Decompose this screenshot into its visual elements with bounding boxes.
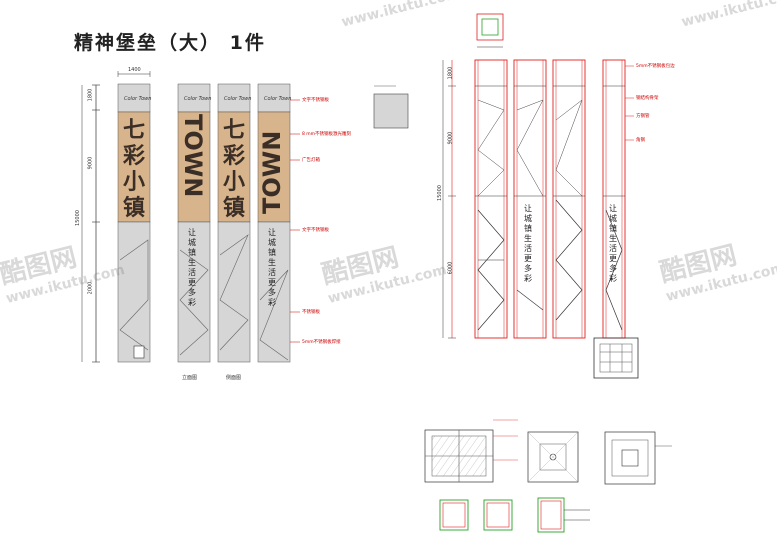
material-swatch — [373, 85, 409, 129]
pillar-2-lettering: TOWN — [179, 114, 207, 198]
detail-section-3 — [537, 497, 590, 533]
front-callout-5: 不锈钢板 — [302, 310, 320, 315]
pillar-3: Color Town — [217, 83, 251, 363]
svg-text:Color Town: Color Town — [184, 96, 211, 102]
front-callout-2: 8 mm不锈钢板激光雕刻 — [302, 132, 352, 137]
structure-pillar-3 — [552, 59, 586, 339]
structure-callout-2: 钢结构骨架 — [636, 96, 659, 101]
width-dimension — [117, 71, 151, 77]
detail-section-2 — [483, 499, 513, 531]
pillar-4: Color Town — [257, 83, 291, 363]
structure-dimension-line — [442, 60, 456, 339]
front-dimension-line — [81, 84, 100, 363]
svg-text:Color Town: Color Town — [224, 96, 251, 102]
structure-callout-3: 方钢管 — [636, 114, 650, 119]
structure-pillar-4 — [602, 59, 626, 339]
front-callout-3: 广告灯箱 — [302, 158, 320, 163]
svg-text:Color Town: Color Town — [124, 96, 151, 102]
pillar-1-lettering: 七彩小镇 — [122, 118, 145, 221]
structure-dim-4: 6000 — [447, 261, 454, 275]
front-dim-1: 1800 — [87, 88, 94, 102]
structure-dim-3: 15000 — [436, 185, 443, 201]
pillar-3-lettering: 七彩小镇 — [222, 118, 245, 221]
structure-callout-4: 角钢 — [636, 138, 645, 143]
pillar-4-lettering: TOWN — [258, 130, 286, 214]
pillar-2: Color Town — [177, 83, 211, 363]
structure-callout-1: 5mm不锈钢板包边 — [636, 64, 675, 69]
section-label-2: 侧面图 — [226, 375, 242, 381]
detail-plan-1 — [424, 419, 518, 483]
front-callout-4: 文字不锈钢板 — [302, 228, 329, 233]
structure-top-detail — [476, 13, 504, 48]
section-label-1: 立面图 — [182, 375, 198, 381]
detail-plan-2 — [527, 431, 579, 483]
svg-text:Color Town: Color Town — [264, 96, 291, 102]
front-dim-total: 15000 — [74, 210, 81, 226]
front-dim-2: 9000 — [87, 156, 94, 170]
structure-dim-1: 1800 — [447, 66, 454, 80]
pillar-4-slogan: 让城镇生活更多彩 — [268, 228, 276, 307]
pillar-2-slogan: 让城镇生活更多彩 — [188, 228, 196, 307]
structure-pillar-1 — [474, 59, 508, 339]
detail-section-1 — [439, 499, 469, 531]
structure-pillar-2-slogan: 让城镇生活更多彩 — [524, 204, 532, 283]
structure-foundation — [593, 337, 639, 379]
structure-dim-2: 9000 — [447, 131, 454, 145]
structure-callout-leaders — [625, 65, 634, 141]
structure-pillar-4-slogan: 让城镇生活更多彩 — [609, 204, 617, 283]
front-dim-3: 2000 — [87, 281, 94, 295]
detail-plan-3 — [604, 431, 672, 485]
front-callout-1: 文字不锈钢板 — [302, 98, 329, 103]
front-width-label: 1400 — [128, 67, 141, 73]
pillar-1: Color Town — [117, 83, 151, 363]
front-callout-leaders — [290, 99, 300, 343]
drawing-title: 精神堡垒（大） 1件 — [74, 32, 266, 54]
structure-pillar-2 — [513, 59, 547, 339]
front-callout-6: 5mm不锈钢板焊接 — [302, 340, 341, 345]
